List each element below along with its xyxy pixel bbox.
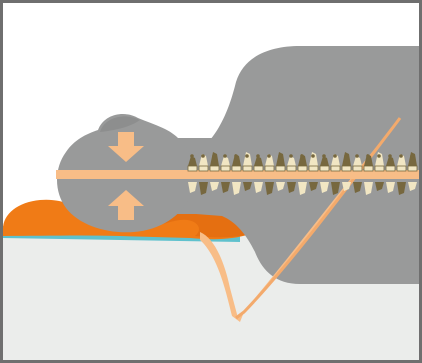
vertebra-disc bbox=[364, 166, 373, 171]
vertebra-knob bbox=[311, 154, 315, 158]
vertebra-disc bbox=[386, 166, 395, 171]
vertebra-disc bbox=[397, 166, 406, 171]
vertebra-disc bbox=[232, 166, 241, 171]
vertebra-disc bbox=[375, 166, 384, 171]
vertebra-knob bbox=[388, 154, 392, 158]
vertebra-disc bbox=[353, 166, 362, 171]
vertebra-knob bbox=[190, 154, 194, 158]
vertebra-knob bbox=[300, 154, 304, 158]
vertebra-disc bbox=[320, 166, 329, 171]
vertebra-disc bbox=[199, 166, 208, 171]
vertebra-disc bbox=[342, 166, 351, 171]
vertebra-disc bbox=[298, 166, 307, 171]
vertebra-disc bbox=[254, 166, 263, 171]
vertebra-knob bbox=[322, 154, 326, 158]
vertebra-disc bbox=[287, 166, 296, 171]
vertebra-disc bbox=[221, 166, 230, 171]
vertebra-knob bbox=[289, 154, 293, 158]
vertebra-knob bbox=[245, 154, 249, 158]
vertebra-knob bbox=[278, 154, 282, 158]
vertebra-disc bbox=[265, 166, 274, 171]
vertebra-knob bbox=[399, 154, 403, 158]
vertebra-knob bbox=[333, 154, 337, 158]
vertebra-knob bbox=[366, 154, 370, 158]
vertebra-knob bbox=[355, 154, 359, 158]
vertebra-knob bbox=[223, 154, 227, 158]
vertebra-knob bbox=[267, 154, 271, 158]
vertebra-disc bbox=[408, 166, 417, 171]
vertebra-disc bbox=[210, 166, 219, 171]
vertebra-disc bbox=[276, 166, 285, 171]
vertebra-knob bbox=[256, 154, 260, 158]
vertebra-knob bbox=[201, 154, 205, 158]
vertebra-knob bbox=[410, 154, 414, 158]
vertebra-disc bbox=[309, 166, 318, 171]
vertebra-disc bbox=[188, 166, 197, 171]
vertebra-knob bbox=[344, 154, 348, 158]
vertebra-knob bbox=[377, 154, 381, 158]
vertebra-disc bbox=[331, 166, 340, 171]
vertebra-disc bbox=[243, 166, 252, 171]
vertebra-knob bbox=[212, 154, 216, 158]
vertebra-knob bbox=[234, 154, 238, 158]
